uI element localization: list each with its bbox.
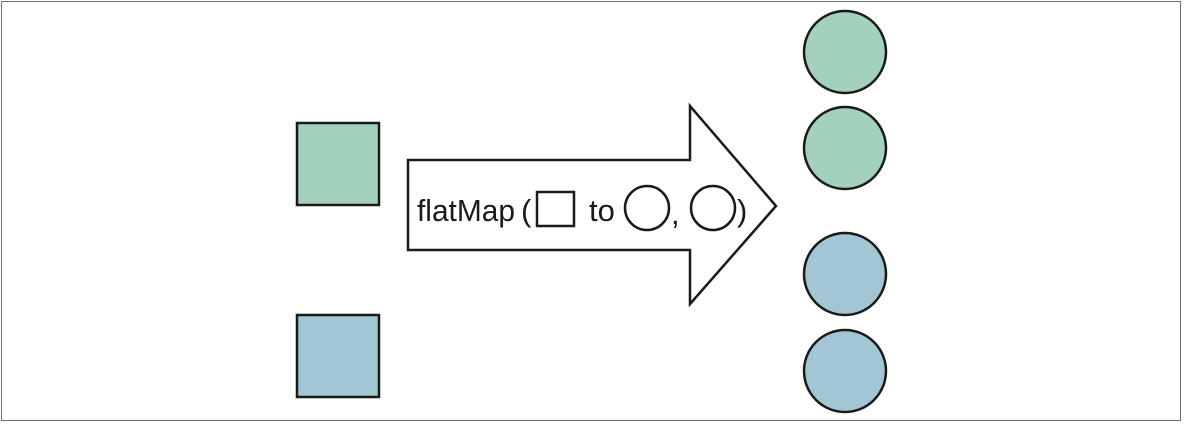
close-paren: )	[737, 193, 747, 228]
input-square-blue	[295, 313, 381, 399]
output-circle-blue-2	[802, 328, 888, 414]
to-word: to	[589, 193, 615, 228]
open-paren: (	[521, 193, 532, 228]
output-circle-blue-1	[802, 231, 888, 317]
mini-square-icon	[535, 190, 576, 228]
output-circle-green-2	[802, 105, 888, 191]
mini-circle-icon-2	[689, 184, 737, 232]
operation-label: flatMap	[417, 193, 515, 228]
comma: ,	[671, 196, 680, 231]
mini-circle-icon	[623, 184, 671, 232]
transform-arrow	[406, 102, 778, 308]
output-circle-green-1	[802, 9, 888, 95]
input-square-green	[295, 121, 381, 207]
